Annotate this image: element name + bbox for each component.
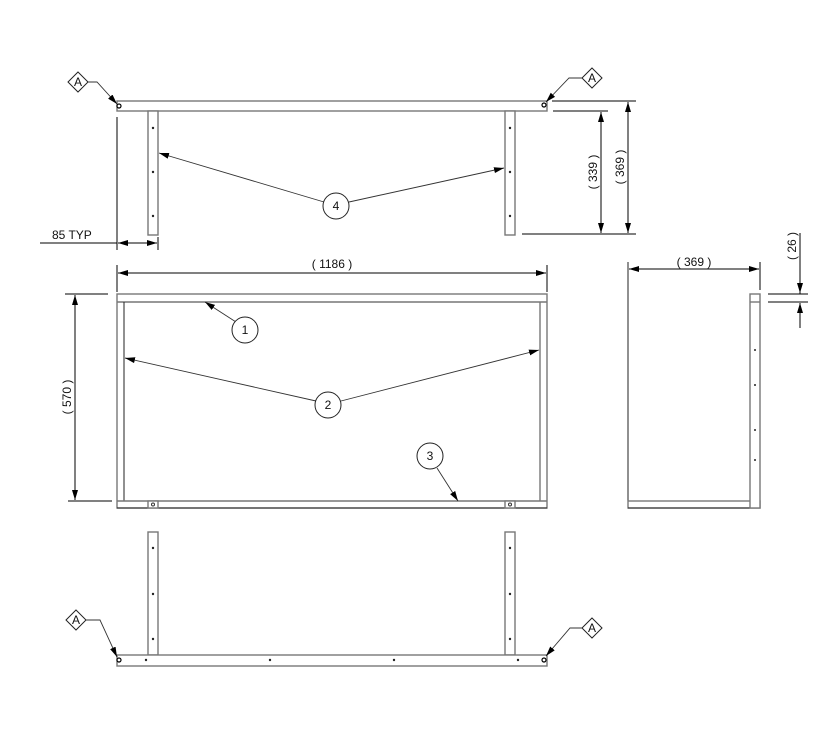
balloon-3: 3 [416,442,459,502]
dimension-369-depth: ( 369 ) [629,255,761,290]
svg-text:( 369 ): ( 369 ) [677,255,712,269]
datum-a-top-right: A [541,67,603,108]
dimension-570: ( 570 ) [60,293,112,502]
svg-text:4: 4 [333,199,340,213]
dimension-369-height: ( 369 ) [552,100,636,233]
datum-a-bottom-right: A [541,617,603,663]
dimension-85-typ: 85 TYP [40,117,159,250]
dimension-26: ( 26 ) [768,232,808,328]
svg-text:A: A [74,75,82,89]
svg-text:( 570 ): ( 570 ) [60,380,74,415]
dimension-339: ( 339 ) [522,110,636,235]
svg-text:85 TYP: 85 TYP [52,228,92,242]
datum-a-bottom-left: A [65,609,122,663]
svg-text:2: 2 [325,398,332,412]
svg-text:( 339 ): ( 339 ) [586,155,600,190]
svg-text:( 369 ): ( 369 ) [613,150,627,185]
svg-text:( 26 ): ( 26 ) [785,232,799,260]
svg-text:A: A [588,621,596,635]
top-view: A A 4 85 TYP [40,67,636,250]
balloon-2: 2 [124,349,540,419]
side-view: ( 369 ) ( 26 ) [627,232,808,509]
balloon-4: 4 [158,152,505,220]
bottom-view: A A [65,531,603,667]
bottom-view-rail [116,654,548,667]
dimension-1186: ( 1186 ) [116,257,548,292]
balloon-1: 1 [204,301,259,344]
svg-text:1: 1 [242,323,249,337]
datum-a-top-left: A [67,71,122,109]
svg-text:A: A [588,71,596,85]
svg-text:( 1186 ): ( 1186 ) [312,257,352,271]
svg-text:3: 3 [427,449,434,463]
top-view-rail [116,100,548,112]
svg-text:A: A [72,613,80,627]
front-view: ( 1186 ) ( 570 ) 1 2 3 [60,257,548,509]
